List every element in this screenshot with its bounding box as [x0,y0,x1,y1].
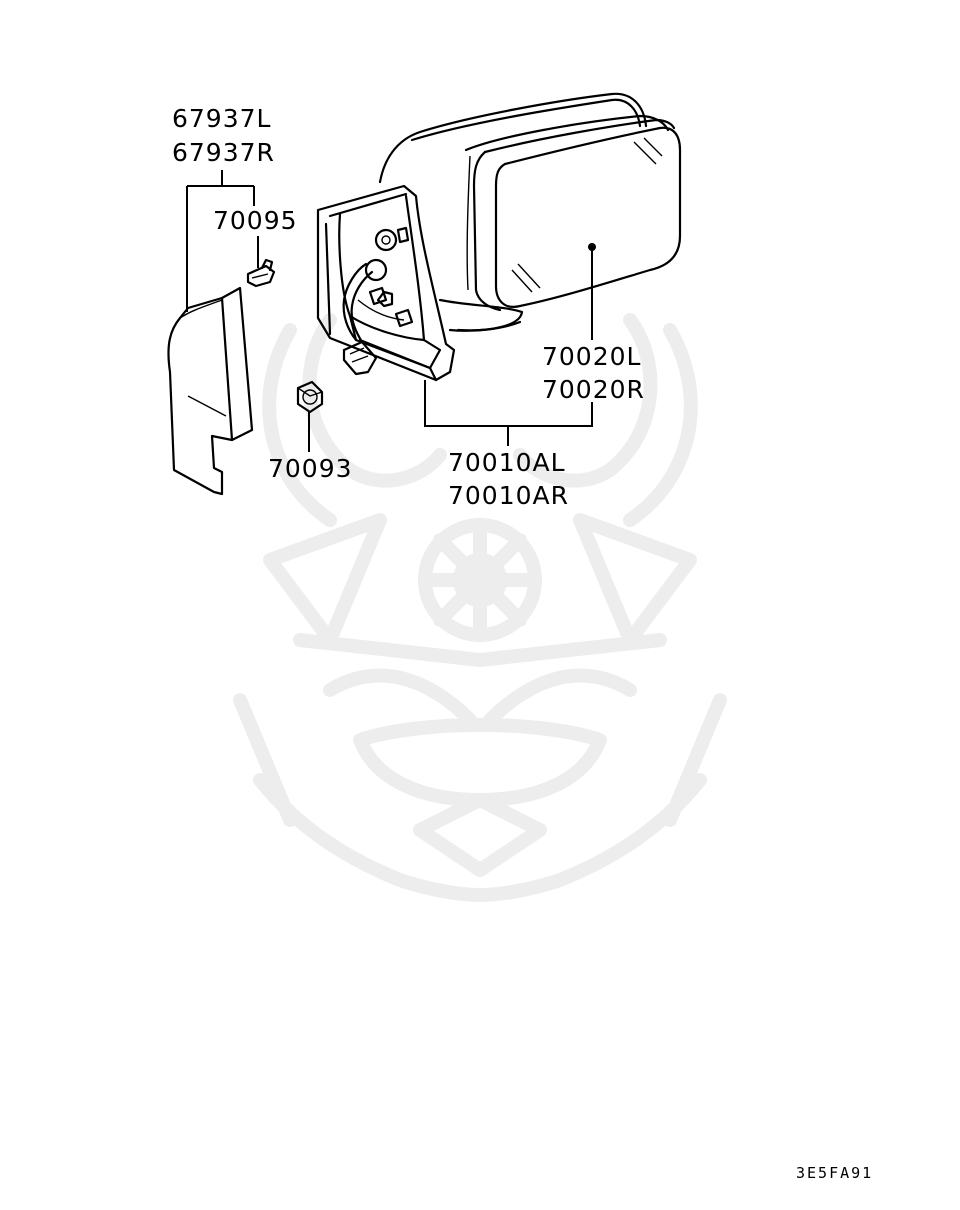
screw-part [246,258,276,288]
leader-lines [186,170,596,452]
samurai-watermark-icon [233,313,727,902]
figure-code: 3E5FA91 [796,1164,874,1182]
cover-code-left: 67937L [172,104,272,133]
leader-assembly [424,380,593,446]
mirror-glass-part [472,118,682,312]
screw-code: 70095 [213,206,298,235]
nut-code: 70093 [268,454,353,483]
mirror-housing [378,92,670,332]
leader-cover [186,170,254,312]
nut-part [296,380,324,414]
assembly-code-right: 70010AR [448,481,570,510]
mirror-base-part [316,184,456,382]
leader-screw [253,186,259,268]
cover-code-right: 67937R [172,138,275,167]
assembly-code-left: 70010AL [448,448,566,477]
glass-leader-dot [588,243,596,251]
glass-code-left: 70020L [542,342,642,371]
glass-code-right: 70020R [542,375,645,404]
mirror-cover-part [167,286,254,496]
